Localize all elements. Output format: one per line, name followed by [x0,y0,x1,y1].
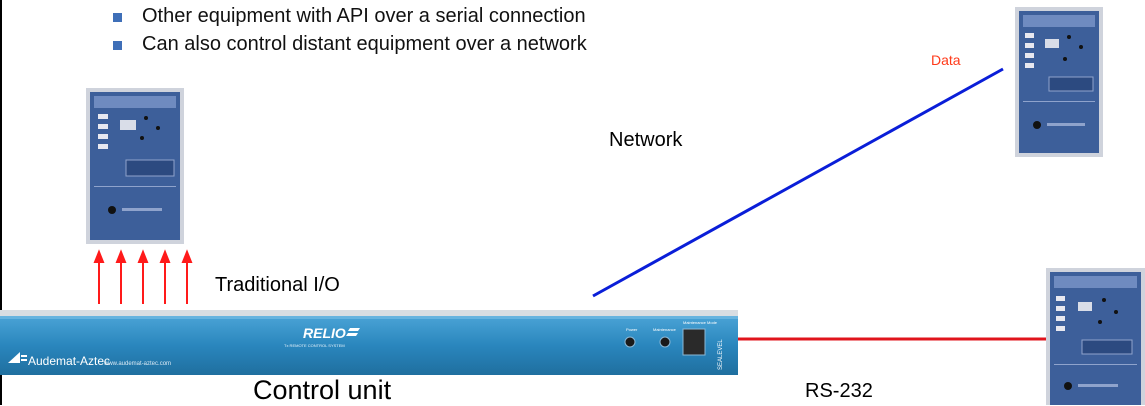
bullet-marker [113,13,122,22]
power-button-icon [624,336,636,348]
transmitter-rack-serial [1046,268,1145,405]
aztec-logo-mark [8,352,27,363]
side-label: SEALEVEL [718,339,724,370]
bullet-marker [113,41,122,50]
maintenance-label: Maintenance [653,327,677,332]
mode-key-switch [682,328,706,356]
control-unit-label: Control unit [253,375,392,405]
rs232-label: RS-232 [805,380,873,402]
transmitter-rack-remote [1015,7,1103,157]
brand-name: Audemat-Aztec [28,354,110,368]
relio-control-unit: Audemat-Aztec www.audemat-aztec.com RELI… [0,310,738,375]
bullet-item-api-serial: Other equipment with API over a serial c… [142,5,586,27]
left-border [0,0,2,405]
product-name: RELIO [303,325,346,341]
mode-label: Maintenance Mode [683,320,718,325]
relio-logo-mark [346,328,360,336]
network-link-line [592,67,1004,298]
power-label: Power [626,327,638,332]
bullet-item-network-control: Can also control distant equipment over … [142,33,587,55]
brand-website: www.audemat-aztec.com [103,361,171,367]
transmitter-rack-local [86,88,184,244]
network-label: Network [609,129,683,151]
maintenance-button-icon [659,336,671,348]
product-subtitle: Tx REMOTE CONTROL SYSTEM [284,343,345,348]
io-arrows [93,249,193,304]
traditional-io-label: Traditional I/O [215,274,340,296]
data-label: Data [931,52,961,68]
